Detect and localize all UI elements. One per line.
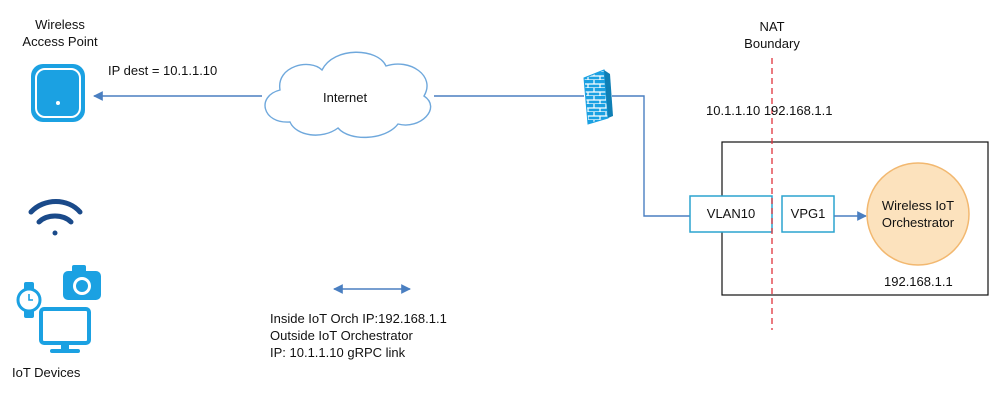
firewall-icon — [583, 69, 613, 125]
access-point-label-line1: Wireless — [35, 17, 85, 32]
iot-devices-label: IoT Devices — [12, 365, 81, 380]
watch-icon — [16, 282, 42, 318]
orchestrator-label-line1: Wireless IoT — [881, 198, 955, 213]
cloud-icon — [264, 51, 432, 139]
nat-label-line2: Boundary — [744, 36, 800, 51]
legend-line1: Inside IoT Orch IP:192.168.1.1 — [270, 311, 447, 326]
vpg1-label: VPG1 — [790, 206, 826, 221]
monitor-icon — [39, 307, 91, 353]
access-point-icon — [31, 64, 85, 122]
camera-icon — [63, 265, 101, 300]
access-point-label: Wireless Access Point — [20, 16, 100, 50]
legend-line3: IP: 10.1.1.10 gRPC link — [270, 345, 406, 360]
internet-label: Internet — [323, 90, 368, 105]
vlan10-box — [689, 195, 773, 233]
legend-text: Inside IoT Orch IP:192.168.1.1 Outside I… — [270, 310, 447, 361]
vpg1-box — [781, 195, 835, 233]
orchestrator-node — [866, 162, 970, 266]
nat-label-line1: NAT — [759, 19, 785, 34]
orchestrator-label: Wireless IoT Orchestrator — [868, 197, 968, 231]
orchestrator-label-line2: Orchestrator — [881, 215, 955, 230]
nat-boundary-label: NAT Boundary — [732, 18, 812, 52]
wifi-icon — [28, 199, 83, 236]
access-point-label-line2: Access Point — [22, 34, 98, 49]
ip-pair-label: 10.1.1.10 192.168.1.1 — [706, 103, 833, 118]
link-firewall-to-vlan — [612, 95, 690, 217]
ip-dest-label: IP dest = 10.1.1.10 — [108, 63, 218, 78]
vlan10-label: VLAN10 — [706, 206, 756, 221]
orchestrator-ip-label: 192.168.1.1 — [884, 274, 953, 289]
legend-line2: Outside IoT Orchestrator — [270, 328, 413, 343]
